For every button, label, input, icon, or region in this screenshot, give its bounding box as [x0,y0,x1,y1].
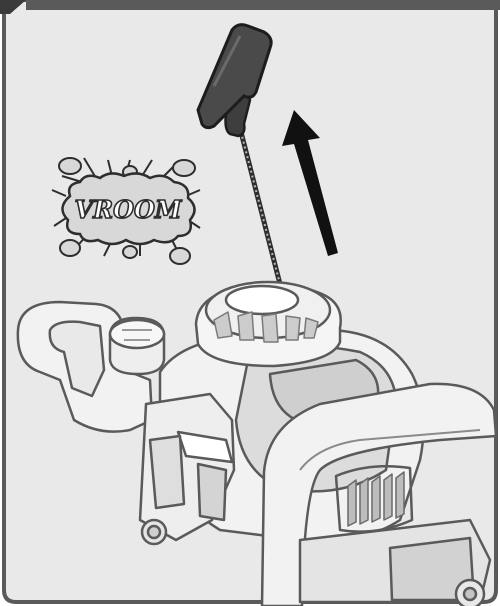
vroom-cloud-icon: VROOM [52,158,200,264]
vroom-caption: VROOM [75,195,183,224]
